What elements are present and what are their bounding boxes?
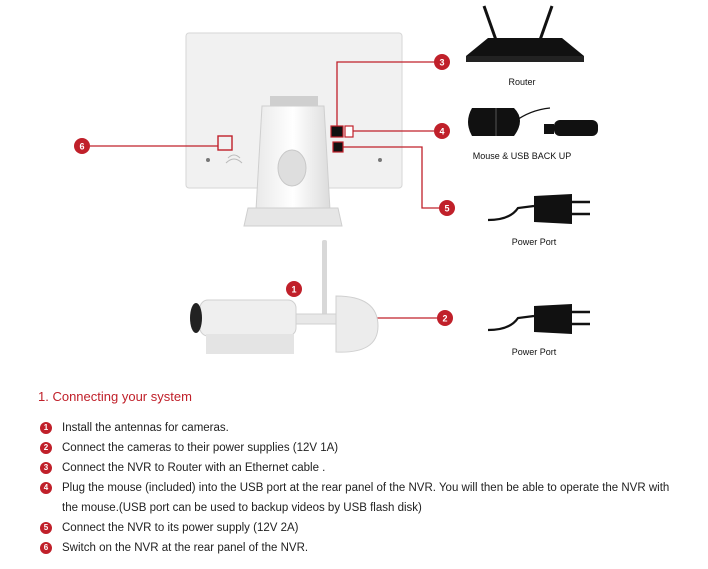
svg-text:1: 1 <box>291 285 296 295</box>
svg-text:2: 2 <box>442 314 447 324</box>
list-item: 1 Install the antennas for cameras. <box>40 418 680 438</box>
router-label: Router <box>508 77 536 87</box>
power-port <box>332 141 344 153</box>
power-port-bottom-label: Power Port <box>511 347 557 357</box>
step-number-badge: 6 <box>40 542 52 554</box>
power-plug-top-icon <box>487 194 590 224</box>
nvr-ports <box>217 125 354 153</box>
step-text: Connect the NVR to its power supply (12V… <box>62 522 299 534</box>
power-switch-port <box>217 135 233 151</box>
usb-port <box>344 125 354 138</box>
power-plug-bottom-icon <box>487 304 590 334</box>
step-text: Connect the cameras to their power suppl… <box>62 442 339 454</box>
step-number-badge: 5 <box>40 522 52 534</box>
list-item: 3 Connect the NVR to Router with an Ether… <box>40 458 680 478</box>
svg-text:5: 5 <box>444 204 449 214</box>
step-text: Plug the mouse (included) into the USB p… <box>62 482 670 514</box>
mouse-usb-icon <box>468 107 598 136</box>
svg-text:6: 6 <box>79 142 84 152</box>
connection-diagram: 1 2 3 4 5 6 <box>74 5 598 354</box>
router-icon <box>466 5 584 62</box>
badge-4: 4 <box>434 123 450 139</box>
mouse-usb-label: Mouse & USB BACK UP <box>472 151 572 161</box>
ethernet-port <box>330 125 344 138</box>
svg-text:4: 4 <box>439 127 444 137</box>
step-text: Install the antennas for cameras. <box>62 422 229 434</box>
badge-5: 5 <box>439 200 455 216</box>
camera-icon <box>190 240 379 354</box>
nvr-monitor <box>185 32 403 227</box>
badge-3: 3 <box>434 54 450 70</box>
list-item: 2 Connect the cameras to their power supp… <box>40 438 680 458</box>
step-number-badge: 3 <box>40 462 52 474</box>
section-title: 1. Connecting your system <box>38 389 192 404</box>
svg-text:3: 3 <box>439 58 444 68</box>
step-number-badge: 4 <box>40 482 52 494</box>
list-item: 4 Plug the mouse (included) into the USB … <box>40 478 680 518</box>
step-number-badge: 1 <box>40 422 52 434</box>
step-text: Connect the NVR to Router with an Ethern… <box>62 462 326 474</box>
badge-6: 6 <box>74 138 90 154</box>
list-item: 6 Switch on the NVR at the rear panel of … <box>40 538 680 558</box>
badge-2: 2 <box>437 310 453 326</box>
power-port-top-label: Power Port <box>511 237 557 247</box>
step-number-badge: 2 <box>40 442 52 454</box>
step-text: Switch on the NVR at the rear panel of t… <box>62 542 309 554</box>
list-item: 5 Connect the NVR to its power supply (12… <box>40 518 680 538</box>
badge-1: 1 <box>286 281 302 297</box>
